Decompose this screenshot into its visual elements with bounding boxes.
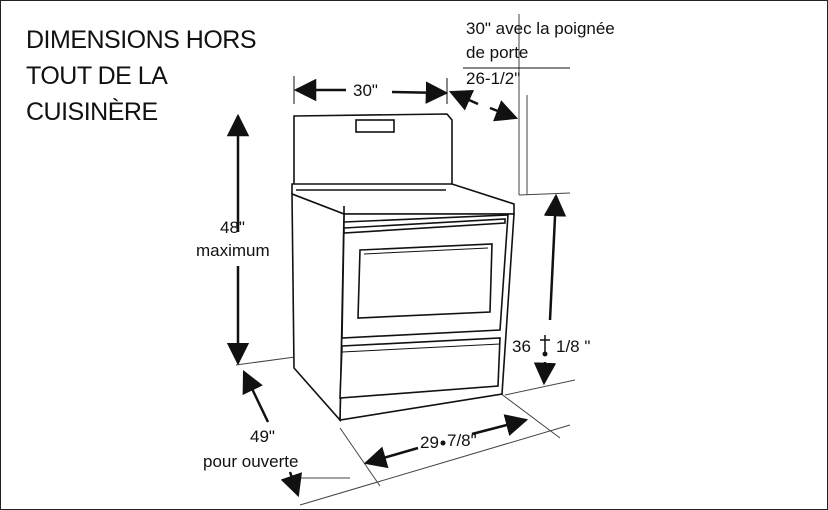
title-line-1: DIMENSIONS HORS: [26, 26, 256, 54]
open-door-arrow-up: [242, 369, 270, 423]
cabinet-width-arrow-left: [363, 446, 419, 469]
counter-height-label: 36: [512, 337, 531, 356]
width-arrow-right: [391, 81, 449, 104]
title-line-2: TOUT DE LA: [26, 62, 168, 90]
height-note: maximum: [196, 241, 270, 260]
bullet-icon: [440, 440, 446, 446]
depth-handle-line-1: 30" avec la poignée: [466, 19, 615, 38]
open-door-arrow-down: [280, 471, 302, 498]
width-label: 30": [353, 81, 378, 100]
cabinet-width-label: 29: [420, 433, 439, 452]
cabinet-width-fraction: 7/8": [447, 431, 477, 450]
depth-handle-line-2: de porte: [466, 43, 528, 62]
cabinet-width-arrow-right: [471, 414, 529, 436]
depth-arrow-left: [448, 89, 479, 111]
plus-minus-icon: [540, 335, 550, 357]
counter-arrow-down: [533, 361, 557, 386]
height-label: 48": [220, 218, 245, 237]
wall-lines: [235, 14, 576, 506]
counter-arrow-up: [543, 193, 567, 321]
range-illustration: [291, 113, 515, 423]
open-door-note: pour ouverte: [203, 452, 298, 471]
depth-label: 26-1/2": [466, 69, 520, 88]
depth-arrow-right: [489, 100, 519, 122]
title-line-3: CUISINÈRE: [26, 97, 158, 126]
counter-tolerance-label: 1/8 ": [556, 337, 590, 356]
open-door-label: 49": [250, 427, 275, 446]
